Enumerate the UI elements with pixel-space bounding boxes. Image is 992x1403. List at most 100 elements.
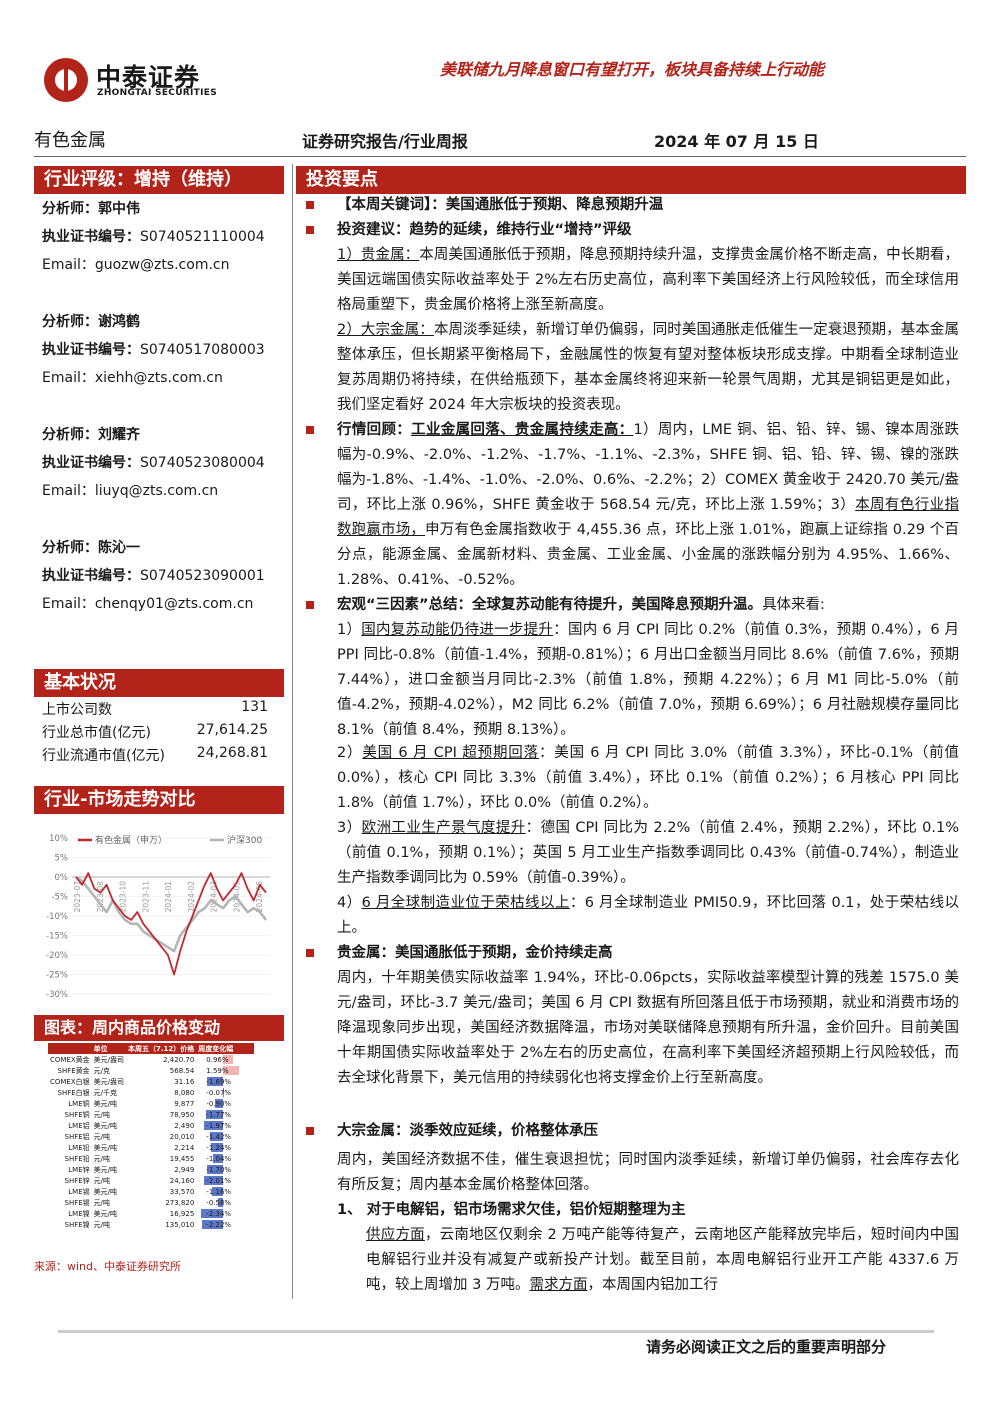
logo-mark bbox=[44, 58, 88, 102]
table-cell: 美元/吨 bbox=[93, 1121, 118, 1130]
bullet-icon bbox=[306, 226, 314, 234]
table-cell: LME铜 bbox=[68, 1099, 90, 1108]
table-row: COMEX白银美元/盎司 31.16 -1.69% bbox=[48, 1076, 254, 1087]
sector-label: 有色金属 bbox=[34, 130, 106, 151]
email-link[interactable]: liuyq@zts.com.cn bbox=[94, 483, 219, 499]
table-cell: -0.07% bbox=[206, 1088, 232, 1097]
investment-advice: 投资建议：趋势的延续，维持行业“增持”评级 bbox=[337, 222, 632, 238]
table-cell: 2,949 bbox=[174, 1165, 195, 1174]
table-cell: 2,214 bbox=[174, 1143, 195, 1152]
legend-label: 有色金属（申万） bbox=[95, 834, 167, 846]
table-cell: LME锡 bbox=[68, 1187, 90, 1196]
table-cell: 元/千克 bbox=[93, 1088, 118, 1097]
table-cell: 元/吨 bbox=[93, 1110, 111, 1119]
stat-row: 行业总市值(亿元)27,614.25 bbox=[42, 722, 268, 741]
header-cell: 本周五（7.12）价格 bbox=[128, 1044, 195, 1053]
table-cell: 美元/吨 bbox=[93, 1099, 118, 1108]
table-cell: 美元/盎司 bbox=[93, 1055, 125, 1064]
table-cell: -1.42% bbox=[206, 1132, 232, 1141]
table-cell: 8,080 bbox=[174, 1088, 195, 1097]
chart-grid bbox=[72, 837, 270, 995]
x-tick-label: 2024-01 bbox=[164, 881, 173, 913]
precious-heading: 贵金属：美国通胀低于预期，金价持续走高 bbox=[337, 945, 613, 961]
table-cell: -1.69% bbox=[206, 1077, 232, 1086]
precious-body: 周内，十年期美债实际收益率 1.94%，环比-0.06pcts，实际收益率模型计… bbox=[337, 970, 959, 1086]
email-link[interactable]: guozw@zts.com.cn bbox=[94, 257, 230, 273]
table-cell: 元/吨 bbox=[93, 1220, 111, 1229]
table-cell: 273,820 bbox=[165, 1198, 195, 1207]
analyst-name-1: 分析师：郭中伟 bbox=[42, 201, 140, 217]
table-cell: -0.58% bbox=[206, 1198, 232, 1207]
bullet-icon bbox=[306, 949, 314, 957]
x-tick-label: 2024-06 bbox=[255, 881, 264, 913]
analyst-cert-4: 执业证书编号：S0740523090001 bbox=[42, 568, 265, 584]
legend-label: 沪深300 bbox=[227, 834, 262, 846]
change-bar bbox=[209, 1132, 224, 1141]
table-cell: 16,925 bbox=[169, 1209, 195, 1218]
y-tick-label: -15% bbox=[46, 932, 68, 942]
table-cell: 19,455 bbox=[169, 1154, 195, 1163]
email-link[interactable]: xiehh@zts.com.cn bbox=[94, 370, 223, 386]
table-cell: 元/吨 bbox=[93, 1198, 111, 1207]
series-line bbox=[75, 872, 267, 976]
analyst-email-2: Email：xiehh@zts.com.cn bbox=[42, 370, 223, 386]
y-tick-label: 5% bbox=[55, 854, 69, 864]
x-tick-label: 2023-08 bbox=[96, 881, 105, 913]
market-review: 行情回顾：工业金属回落、贵金属持续走高：1）周内，LME 铜、铝、铅、锌、锡、镍… bbox=[337, 422, 960, 588]
table-cell: SHFE铜 bbox=[64, 1110, 90, 1119]
table-cell: 0.96% bbox=[196, 1054, 254, 1065]
change-bar bbox=[213, 1154, 224, 1163]
table-cell: COMEX黄金 bbox=[50, 1055, 90, 1064]
table-cell: SHFE镍 bbox=[64, 1220, 90, 1229]
table-cell: 33,570 bbox=[169, 1187, 195, 1196]
x-tick-label: 2023-11 bbox=[141, 881, 150, 913]
basic-status-bar: 基本状况 bbox=[34, 669, 284, 697]
table-cell: 20,010 bbox=[169, 1132, 195, 1141]
table-cell: 24,160 bbox=[169, 1176, 195, 1185]
change-bar bbox=[212, 1187, 224, 1196]
bulk-body: 周内，美国经济数据不佳，催生衰退担忧；同时国内淡季延续，新增订单仍偏弱，社会库存… bbox=[337, 1152, 959, 1193]
y-tick-label: 10% bbox=[49, 834, 68, 844]
change-bar bbox=[207, 1077, 224, 1086]
stat-row: 行业流通市值(亿元)24,268.81 bbox=[42, 745, 268, 764]
y-tick-label: 0% bbox=[55, 873, 69, 883]
table-cell: 美元/吨 bbox=[93, 1143, 118, 1152]
change-bar bbox=[206, 1165, 224, 1174]
table-cell: -1.16% bbox=[206, 1187, 232, 1196]
aluminum-body: 供应方面，云南地区仅剩余 2 万吨产能等待复产，云南地区产能释放完毕后，短时间内… bbox=[366, 1227, 959, 1293]
invest-points-bar: 投资要点 bbox=[296, 166, 966, 194]
table-cell: 美元/盎司 bbox=[93, 1077, 125, 1086]
x-tick-label: 2023-10 bbox=[119, 881, 128, 913]
email-link[interactable]: chenqy01@zts.com.cn bbox=[94, 596, 254, 612]
table-cell: 31.16 bbox=[174, 1077, 195, 1086]
column-divider bbox=[292, 164, 293, 1299]
table-cell: SHFE铝 bbox=[64, 1132, 90, 1141]
chart-series bbox=[75, 872, 268, 976]
analyst-cert-1: 执业证书编号：S0740521110004 bbox=[42, 229, 265, 245]
change-bar bbox=[201, 1220, 224, 1229]
change-bar bbox=[204, 1176, 224, 1185]
report-date: 2024 年 07 月 15 日 bbox=[654, 132, 819, 151]
table-cell: COMEX白银 bbox=[50, 1077, 90, 1086]
table-cell: LME锌 bbox=[68, 1165, 90, 1174]
table-cell: 元/吨 bbox=[93, 1154, 111, 1163]
table-cell: SHFE白银 bbox=[57, 1088, 90, 1097]
change-bar bbox=[217, 1198, 224, 1207]
y-tick-label: -30% bbox=[46, 990, 68, 1000]
macro-point-3: 3）欧洲工业生产景气度提升：德国 CPI 同比为 2.2%（前值 2.4%，预期… bbox=[337, 820, 959, 886]
table-cell: -1.77% bbox=[206, 1110, 232, 1119]
x-tick-label: 2024-03 bbox=[210, 881, 219, 913]
table-cell: SHFE黄金 bbox=[57, 1066, 90, 1075]
table-cell: -1.97% bbox=[204, 1121, 232, 1130]
price-table-bar: 图表：周内商品价格变动 bbox=[34, 1015, 284, 1041]
